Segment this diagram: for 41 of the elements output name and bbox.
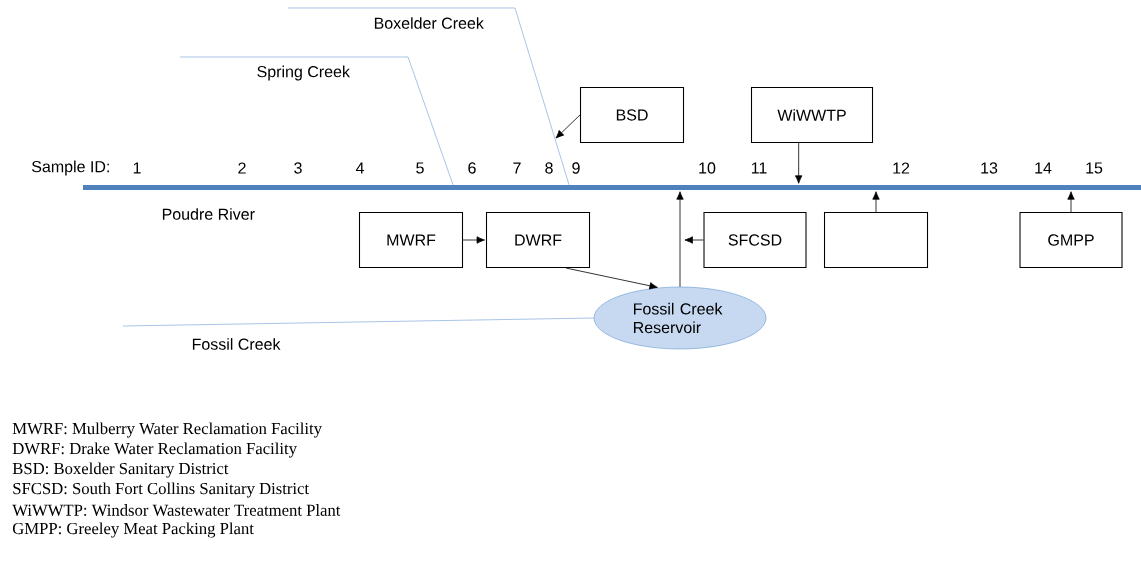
sample-number: 8 [545,162,553,174]
axis-label: Sample ID: [32,160,109,176]
arrow [872,191,880,213]
abbreviation-note: BSD: Boxelder Sanitary District [12,462,229,478]
abbreviation-note: GMPP: Greeley Meat Packing Plant [12,522,254,538]
arrow [676,191,684,288]
abbreviation-note: MWRF: Mulberry Water Reclamation Facility [12,422,322,438]
source-box [823,211,929,269]
source-box: GMPP [1019,211,1123,269]
source-box: SFCSD [703,211,807,269]
sample-number: 6 [468,162,476,174]
sample-number: 7 [513,162,521,174]
sample-number: 15 [1086,162,1103,174]
source-box: BSD [579,86,685,144]
sample-number: 12 [893,162,910,174]
abbreviation-note: SFCSD: South Fort Collins Sanitary District [13,482,309,498]
creek-line [179,56,454,185]
arrow [684,236,704,244]
sample-number: 14 [1035,162,1052,174]
sample-number: 10 [699,162,716,174]
sample-number: 13 [981,162,998,174]
sample-number: 4 [355,162,364,174]
creek-line [122,317,594,327]
arrow [555,114,581,139]
abbreviation-note: DWRF: Drake Water Reclamation Facility [12,442,297,458]
sample-number: 5 [416,162,424,174]
sample-number: 9 [572,162,580,174]
edge-label: Spring Creek [255,64,352,82]
arrow [565,267,658,290]
edge-label: Boxelder Creek [372,15,486,31]
abbreviation-note: WiWWTP: Windsor Wastewater Treatment Plant [12,504,341,516]
arrow [462,236,485,244]
source-box: MWRF [358,211,464,269]
creek-line [287,7,570,185]
source-box: DWRF [485,211,591,269]
source-box: WiWWTP [750,86,874,144]
arrow [795,142,803,184]
edge-label: Fossil Creek [190,336,282,352]
river-label: Poudre River [162,208,255,220]
arrow [1067,191,1075,213]
sample-number: 11 [751,162,767,174]
